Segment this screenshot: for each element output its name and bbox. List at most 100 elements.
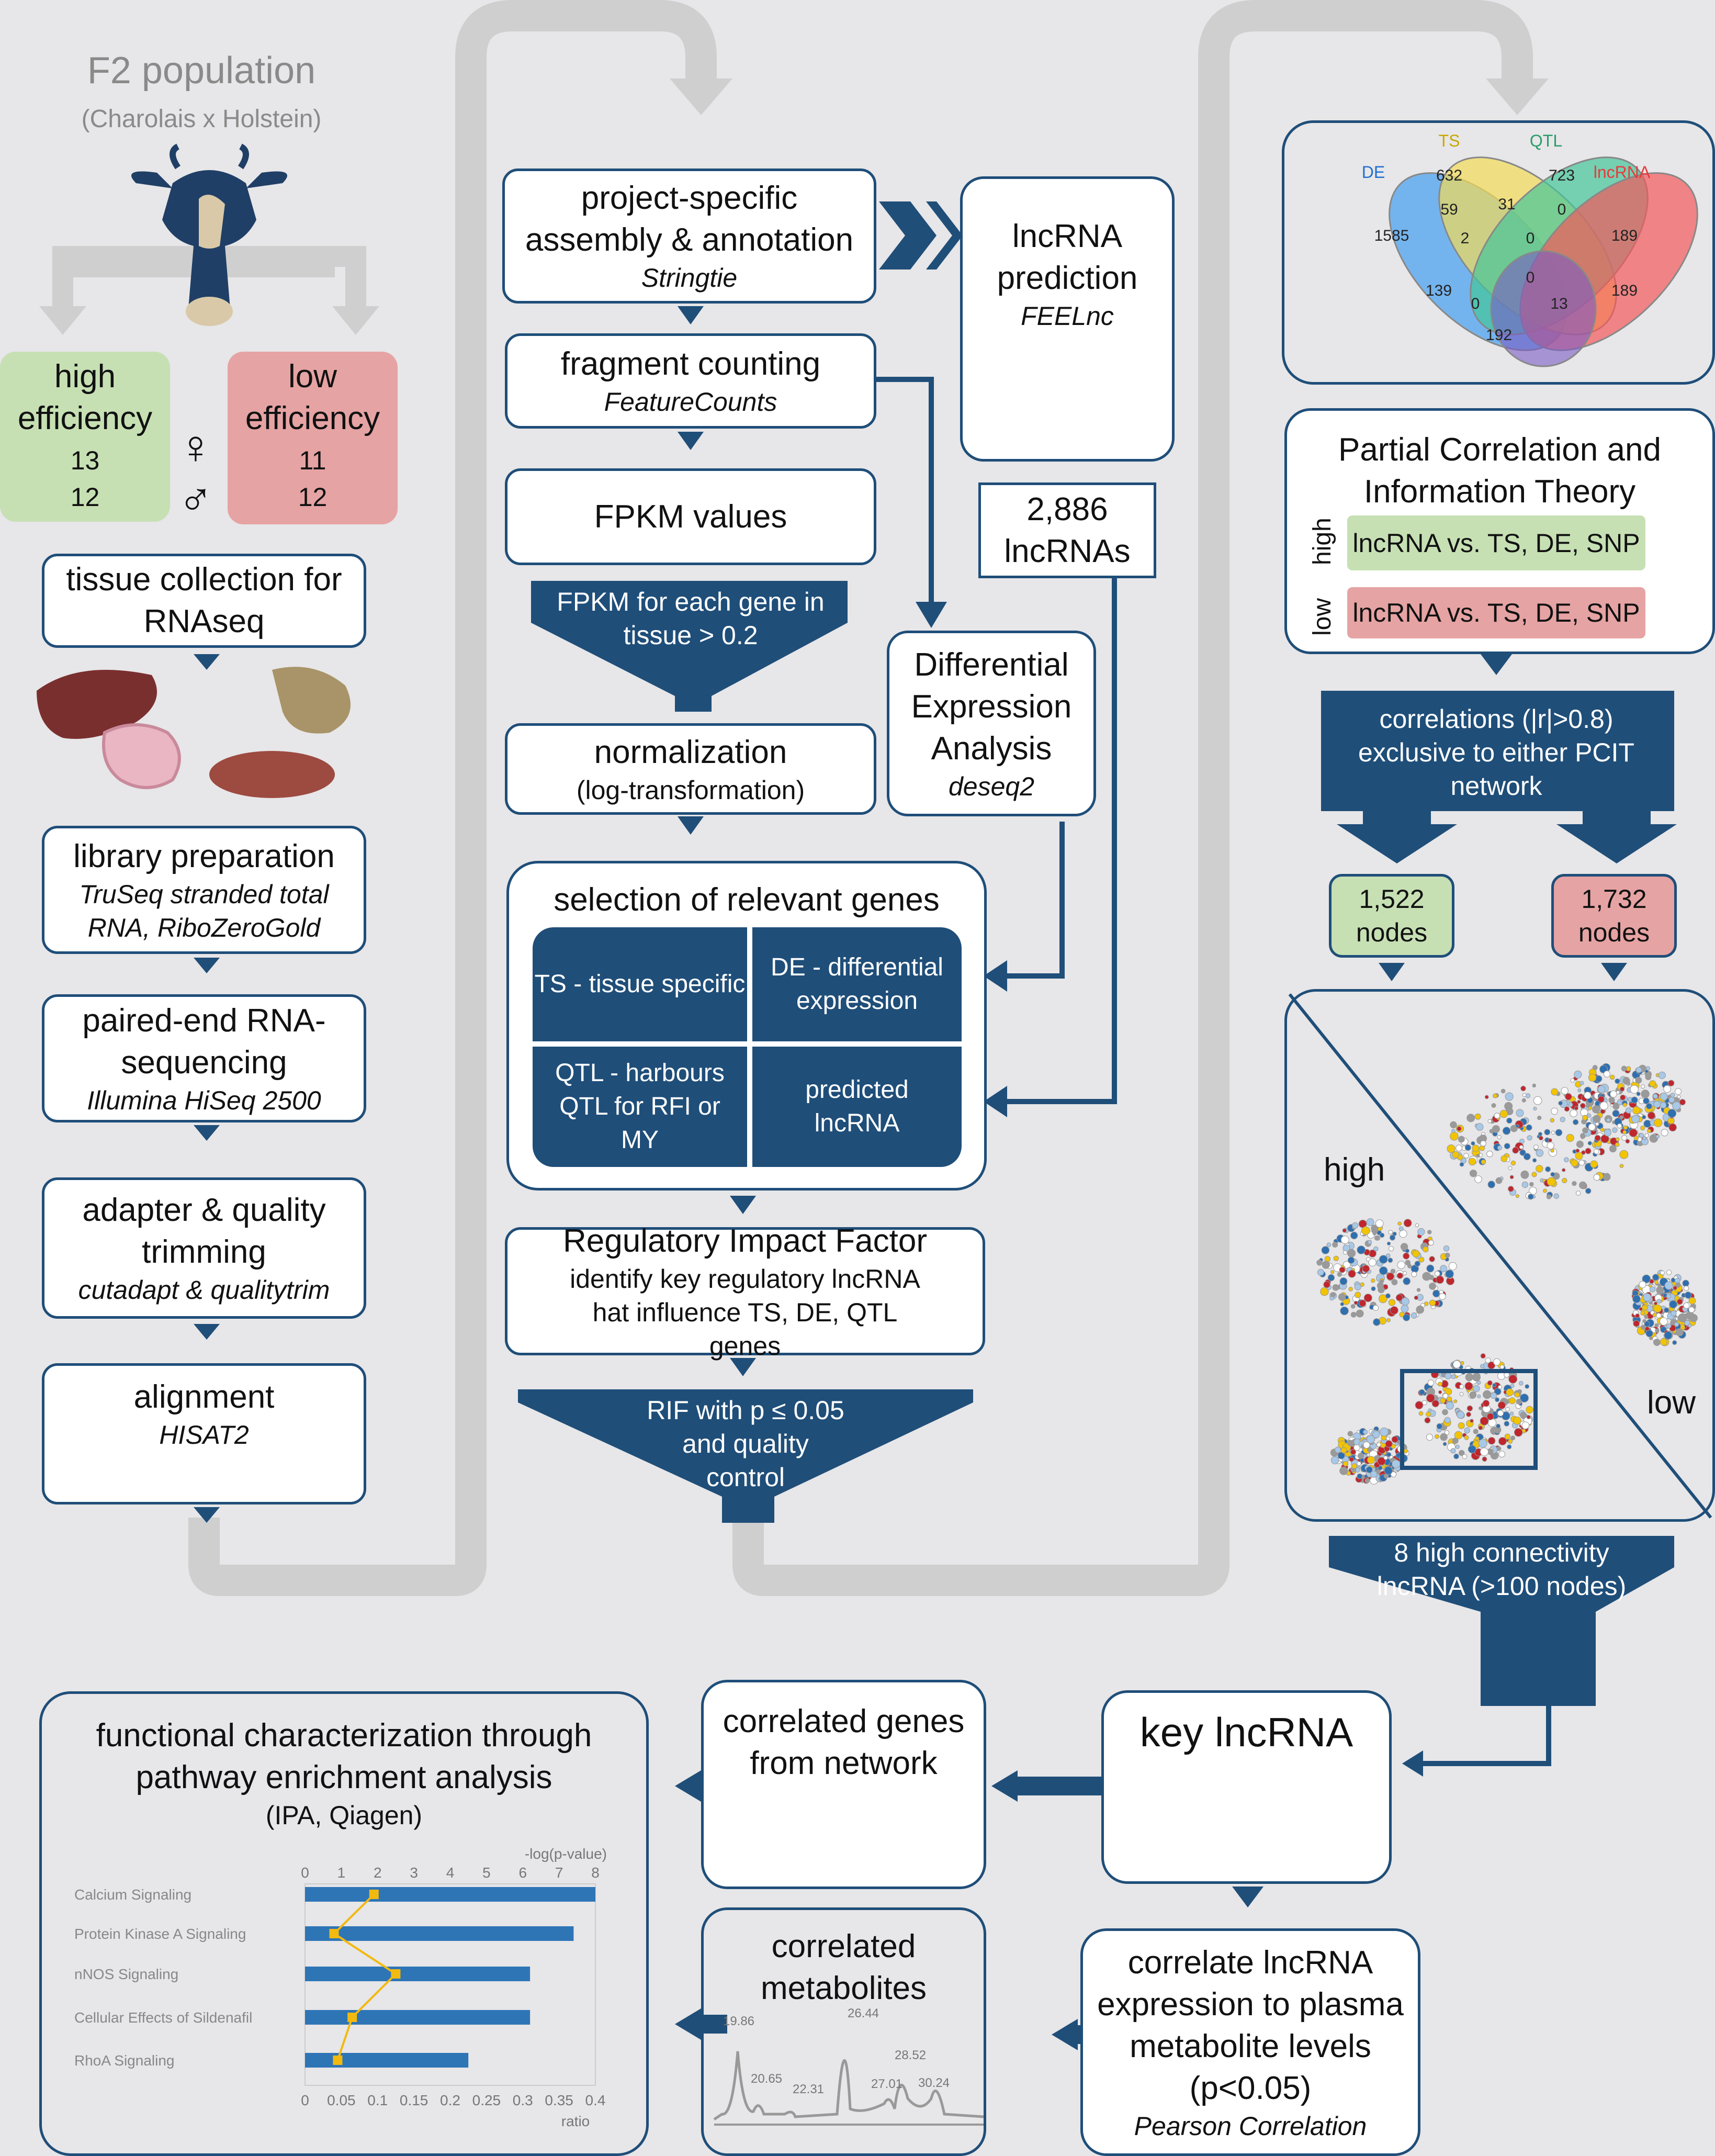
network-node [1367,1240,1372,1244]
network-node [1513,1417,1521,1425]
key-lncrna-title: key lncRNA [1139,1709,1353,1755]
network-node [1619,1164,1624,1169]
network-node [1412,1250,1420,1257]
network-node [1350,1449,1356,1455]
network-node [1459,1162,1464,1167]
pcit-title: Partial Correlation and Information Theo… [1338,432,1661,510]
network-node [1347,1431,1353,1437]
network-node [1532,1083,1537,1088]
network-node [1521,1098,1526,1103]
network-node [1350,1311,1357,1318]
network-node [1550,1118,1555,1122]
venn-value: 189 [1611,227,1638,244]
network-node [1434,1271,1440,1277]
network-node [1515,1194,1519,1198]
pcit-low-row: lncRNA vs. TS, DE, SNP [1347,587,1645,638]
network-node [1497,1145,1503,1150]
network-node [1555,1129,1563,1137]
network-node [1466,1412,1472,1417]
network-node [1468,1445,1476,1454]
network-node [1429,1275,1435,1281]
network-node [1457,1126,1462,1131]
network-node [1465,1373,1474,1382]
library-detail: TruSeq stranded total RNA, RiboZeroGold [79,879,329,942]
ratio-point [347,2013,357,2022]
left-column-arrows [194,654,220,1523]
network-node [1459,1392,1464,1397]
library-preparation-box: library preparation TruSeq stranded tota… [42,826,366,954]
network-box [1284,989,1715,1522]
network-node [1419,1389,1425,1395]
network-node [1363,1430,1368,1435]
network-node [1455,1444,1460,1449]
network-node [1519,1145,1524,1150]
network-node [1454,1431,1463,1440]
top-axis-label: -log(p-value) [525,1846,607,1862]
chromatogram-peak-label: 28.52 [895,2048,926,2062]
network-node [1391,1279,1398,1286]
network-node [1642,1319,1646,1323]
sequencing-box: paired-end RNA-sequencing Illumina HiSeq… [42,994,366,1122]
network-node [1353,1300,1358,1305]
library-title: library preparation [73,838,335,874]
ratio-point [369,1890,379,1899]
network-node [1580,1103,1586,1109]
fpkm-filter-label: FPKM for each gene in tissue > 0.2 [557,587,825,650]
network-node [1586,1104,1590,1108]
network-node [1523,1153,1531,1161]
network-high-label: high [1324,1152,1385,1188]
network-node [1394,1442,1398,1446]
network-node [1372,1305,1379,1311]
chromatogram [713,2051,984,2126]
network-node [1508,1374,1518,1384]
network-node [1470,1419,1474,1423]
network-node [1436,1275,1445,1284]
network-node [1428,1240,1434,1246]
network-node [1525,1384,1530,1389]
chromatogram-peak-label: 27.01 [871,2077,902,2091]
bottom-axis-tick: 0.4 [585,2092,606,2108]
network-node [1453,1399,1458,1403]
network-node [1496,1423,1501,1429]
network-node [1672,1101,1681,1110]
network-node [1330,1292,1336,1297]
chromatogram-peak-label: 30.24 [918,2076,950,2090]
network-node [1675,1282,1681,1288]
pathway-bar [305,2010,531,2025]
network-node [1423,1246,1429,1253]
population-subtitle: (Charolais x Holstein) [81,105,322,133]
correlate-metab-box: correlate lncRNA expression to plasma me… [1080,1928,1420,2156]
low-male-count: 12 [298,482,328,512]
network-node [1635,1066,1642,1073]
chromatogram-peak-label: 22.31 [793,2082,824,2096]
network-node [1438,1390,1442,1394]
network-node [1679,1099,1686,1106]
network-node [1670,1093,1675,1098]
network-node [1411,1312,1417,1319]
network-node [1660,1317,1668,1326]
venn-value: 31 [1498,196,1515,213]
network-node [1411,1271,1417,1277]
network-node [1386,1452,1392,1457]
pathway-bar [305,2053,469,2068]
network-node [1424,1417,1431,1424]
network-node [1372,1431,1380,1439]
network-node [1373,1246,1379,1252]
network-node [1543,1188,1547,1193]
network-low-label: low [1647,1385,1696,1421]
network-node [1661,1129,1668,1137]
network-node [1573,1119,1579,1125]
network-node [1340,1236,1349,1244]
assembly-title: project-specific assembly & annotation [525,180,854,258]
network-node [1474,1113,1481,1120]
network-node [1479,1406,1483,1410]
network-node [1480,1364,1485,1368]
sequencing-title: paired-end RNA-sequencing [82,1002,326,1081]
network-node [1631,1096,1638,1104]
network-node [1516,1109,1524,1117]
network-node [1497,1401,1506,1409]
network-node [1385,1253,1391,1258]
network-node [1597,1096,1605,1103]
network-node [1426,1264,1435,1273]
